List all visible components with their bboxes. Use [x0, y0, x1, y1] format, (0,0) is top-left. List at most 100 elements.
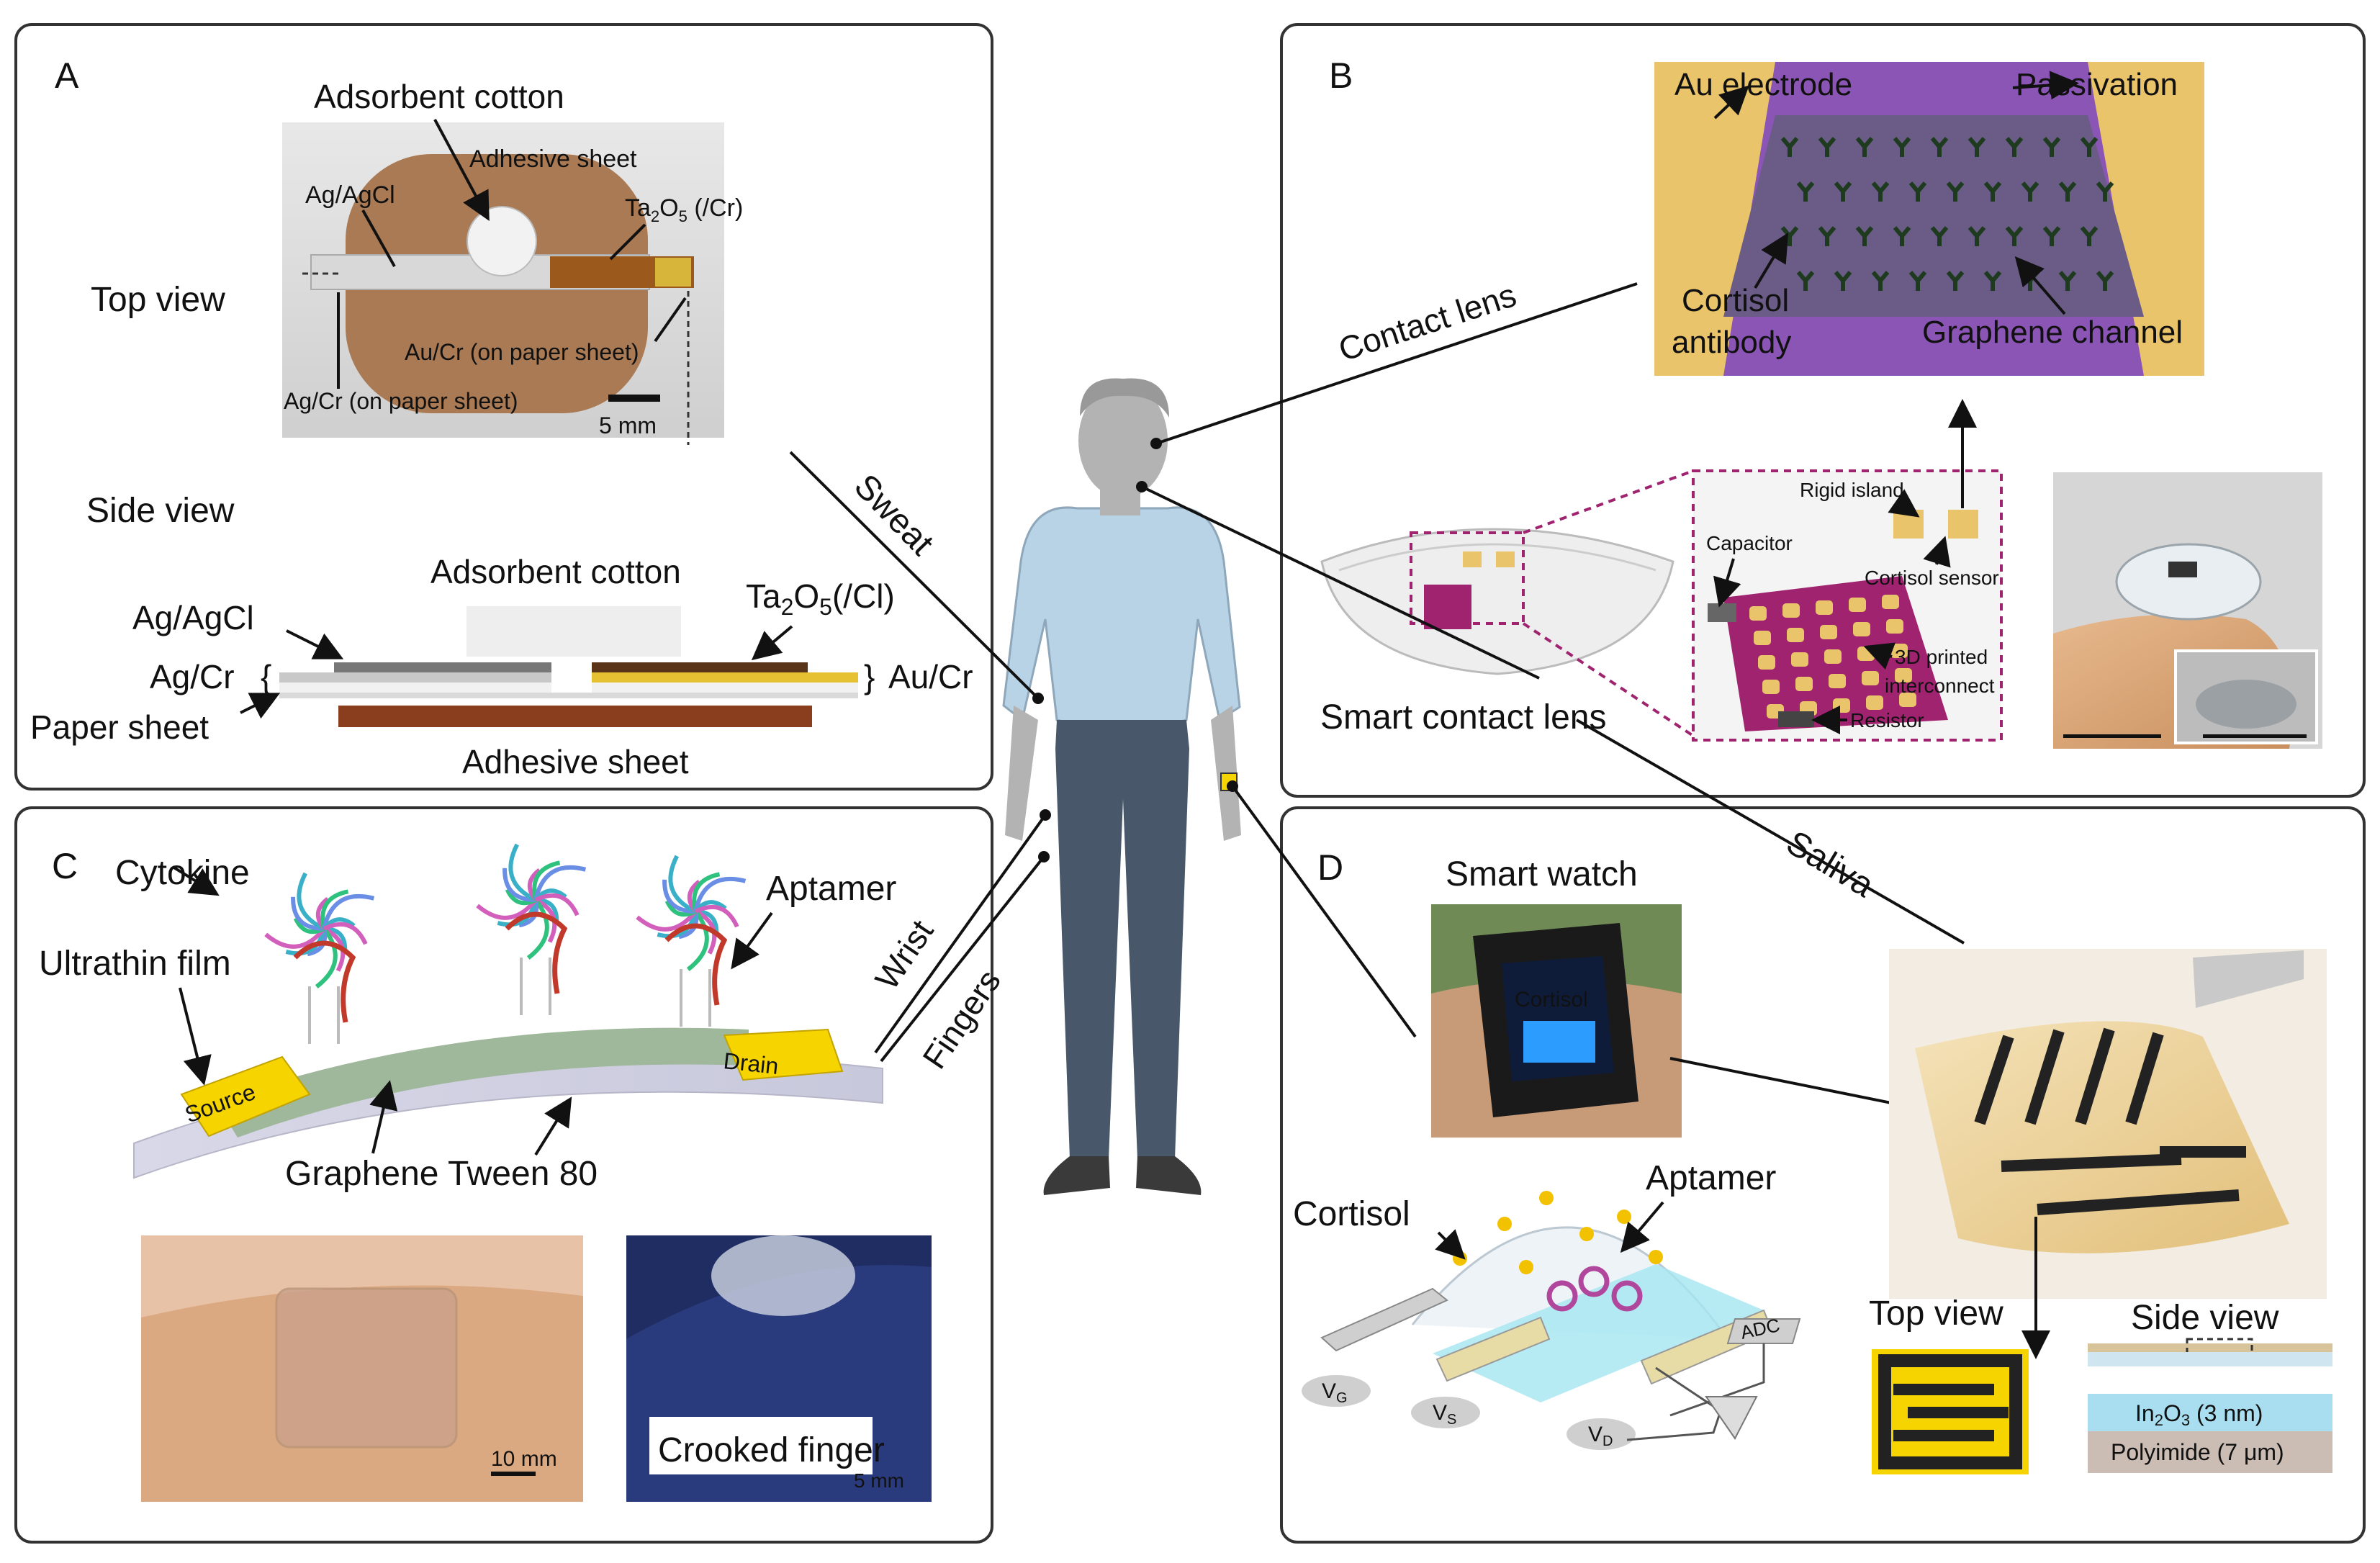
aptamer-strand — [664, 923, 728, 1006]
sensor-pad — [1749, 606, 1767, 621]
rigid-island-label: Rigid island — [1800, 479, 1904, 501]
antibody-marker — [1908, 181, 1927, 202]
antibody-marker — [2096, 181, 2114, 202]
panel-d-frame — [1280, 806, 2366, 1544]
sensor-pad — [1787, 628, 1804, 642]
cytokine-strand — [264, 927, 326, 949]
ultrathin-film-pointer — [179, 987, 212, 1086]
panel-b-label: B — [1329, 55, 1353, 96]
cytokine-strand — [315, 927, 338, 988]
aptamer-strand — [293, 940, 356, 1023]
antibody-marker — [1834, 271, 1852, 291]
jeans-shape — [1055, 720, 1189, 1159]
cortisol-label: Cortisol — [1293, 1195, 1410, 1233]
antibody-marker — [1967, 226, 1986, 246]
panel-d: D Smart watch Cortisol VG VS VD — [1293, 847, 2332, 1474]
tween-pointer — [534, 1096, 572, 1156]
antibody-marker — [1780, 137, 1799, 157]
cotton-pointer — [433, 119, 490, 222]
wrist-scale-bar — [491, 1472, 536, 1476]
cortisol-dot — [1497, 1217, 1512, 1231]
antibody-marker — [1946, 181, 1965, 202]
graphene-transistor-image: Au electrode Passivation Cortisol antibo… — [1654, 62, 2204, 376]
sensor-pad — [1754, 631, 1771, 645]
wrist-photo: 10 mm — [141, 1235, 583, 1502]
antibody-marker — [1818, 226, 1836, 246]
flexible-device-photo — [1889, 949, 2327, 1359]
antibody-marker — [2058, 181, 2077, 202]
antibody-marker — [1893, 137, 1911, 157]
cytokine-strand — [297, 872, 325, 931]
antibody-marker — [1871, 181, 1890, 202]
circuit-wires — [1626, 1343, 1765, 1441]
antibody-marker — [1855, 226, 1874, 246]
photo-scale-bar — [608, 395, 660, 402]
antibody-marker — [2042, 137, 2061, 157]
vg-terminal — [1302, 1375, 1371, 1407]
side-adsorbent-cotton-label: Adsorbent cotton — [431, 553, 681, 590]
sensor-pad — [1758, 655, 1775, 670]
lens-sensor-chip — [1424, 585, 1471, 629]
au-cr-brace: } — [864, 658, 875, 695]
sensor-pad — [1882, 595, 1899, 609]
cortisol-dot — [1519, 1260, 1533, 1274]
graphene-fet-illustration: Source Drain Graphene Tween 80 — [133, 843, 883, 1193]
adc-box — [1726, 1318, 1801, 1344]
d-aptamer-label: Aptamer — [1646, 1159, 1776, 1197]
panel-c-frame — [14, 806, 993, 1544]
polyimide-label: Polyimide (7 μm) — [2111, 1439, 2284, 1465]
cytokine-aptamer-molecules — [264, 843, 747, 1044]
polyimide-layer — [2088, 1431, 2332, 1473]
antibody-marker — [1967, 137, 1986, 157]
smart-watch-photo: Cortisol — [1431, 904, 1682, 1138]
channel-region — [1433, 1264, 1764, 1402]
flexible-electrodes — [1974, 1027, 2164, 1125]
sensor-pad — [1862, 671, 1879, 685]
antibody-marker — [2005, 137, 2024, 157]
sensor-pad — [1833, 698, 1850, 713]
sensor-pad — [1820, 625, 1837, 639]
cytokine-strand — [662, 879, 696, 914]
cytokine-strand — [322, 893, 375, 929]
side-cotton-block — [466, 606, 681, 657]
cytokine-strand — [476, 898, 538, 920]
head-shape — [1078, 383, 1168, 498]
finger-scale-bar — [2063, 734, 2161, 738]
resistor-label: Resistor — [1850, 709, 1924, 731]
side-paper-right — [592, 683, 858, 693]
panel-c-label: C — [52, 846, 78, 886]
sensor-pad — [1782, 603, 1800, 618]
antibody-marker — [2058, 271, 2077, 291]
right-shoe — [1136, 1156, 1202, 1195]
passivation-pointer — [2012, 71, 2079, 100]
antibody-marker — [2080, 137, 2099, 157]
hair-shape — [1080, 378, 1169, 418]
photo-scale-label: 5 mm — [599, 413, 657, 438]
au-electrode-label: Au electrode — [1674, 67, 1852, 102]
tether-line — [680, 969, 711, 1027]
antibody-markers — [1780, 137, 2114, 291]
layer-stack-side-view: In2O3 (3 nm) Polyimide (7 μm) — [2088, 1338, 2332, 1473]
cortisol-antibody-label-1: Cortisol — [1682, 283, 1789, 318]
sensor-pad — [1791, 652, 1808, 667]
antibody-marker — [1871, 271, 1890, 291]
cortisol-dot — [1579, 1227, 1594, 1241]
sweat-label: Sweat — [847, 467, 941, 563]
sensor-pad — [1762, 680, 1780, 694]
cytokine-strand — [693, 876, 747, 912]
ta2o5-pointer — [609, 223, 646, 261]
antibody-marker — [1983, 181, 2002, 202]
panel-a: A Top view Side view Adsorbent cotton Ad… — [30, 55, 973, 780]
au-pad-shape — [655, 258, 691, 287]
antibody-marker — [1946, 271, 1965, 291]
zoom-resistor — [1778, 711, 1814, 727]
antibody-pointer — [1754, 233, 1789, 289]
sensor-pad — [1816, 600, 1833, 615]
cortisol-dot — [1617, 1210, 1631, 1224]
wrist-scale-label: 10 mm — [491, 1447, 557, 1471]
cytokine-strand — [694, 904, 739, 928]
aptamer-pointer — [731, 911, 773, 970]
side-ta2o5-pointer — [751, 625, 793, 661]
sensor-pad — [1895, 668, 1912, 683]
